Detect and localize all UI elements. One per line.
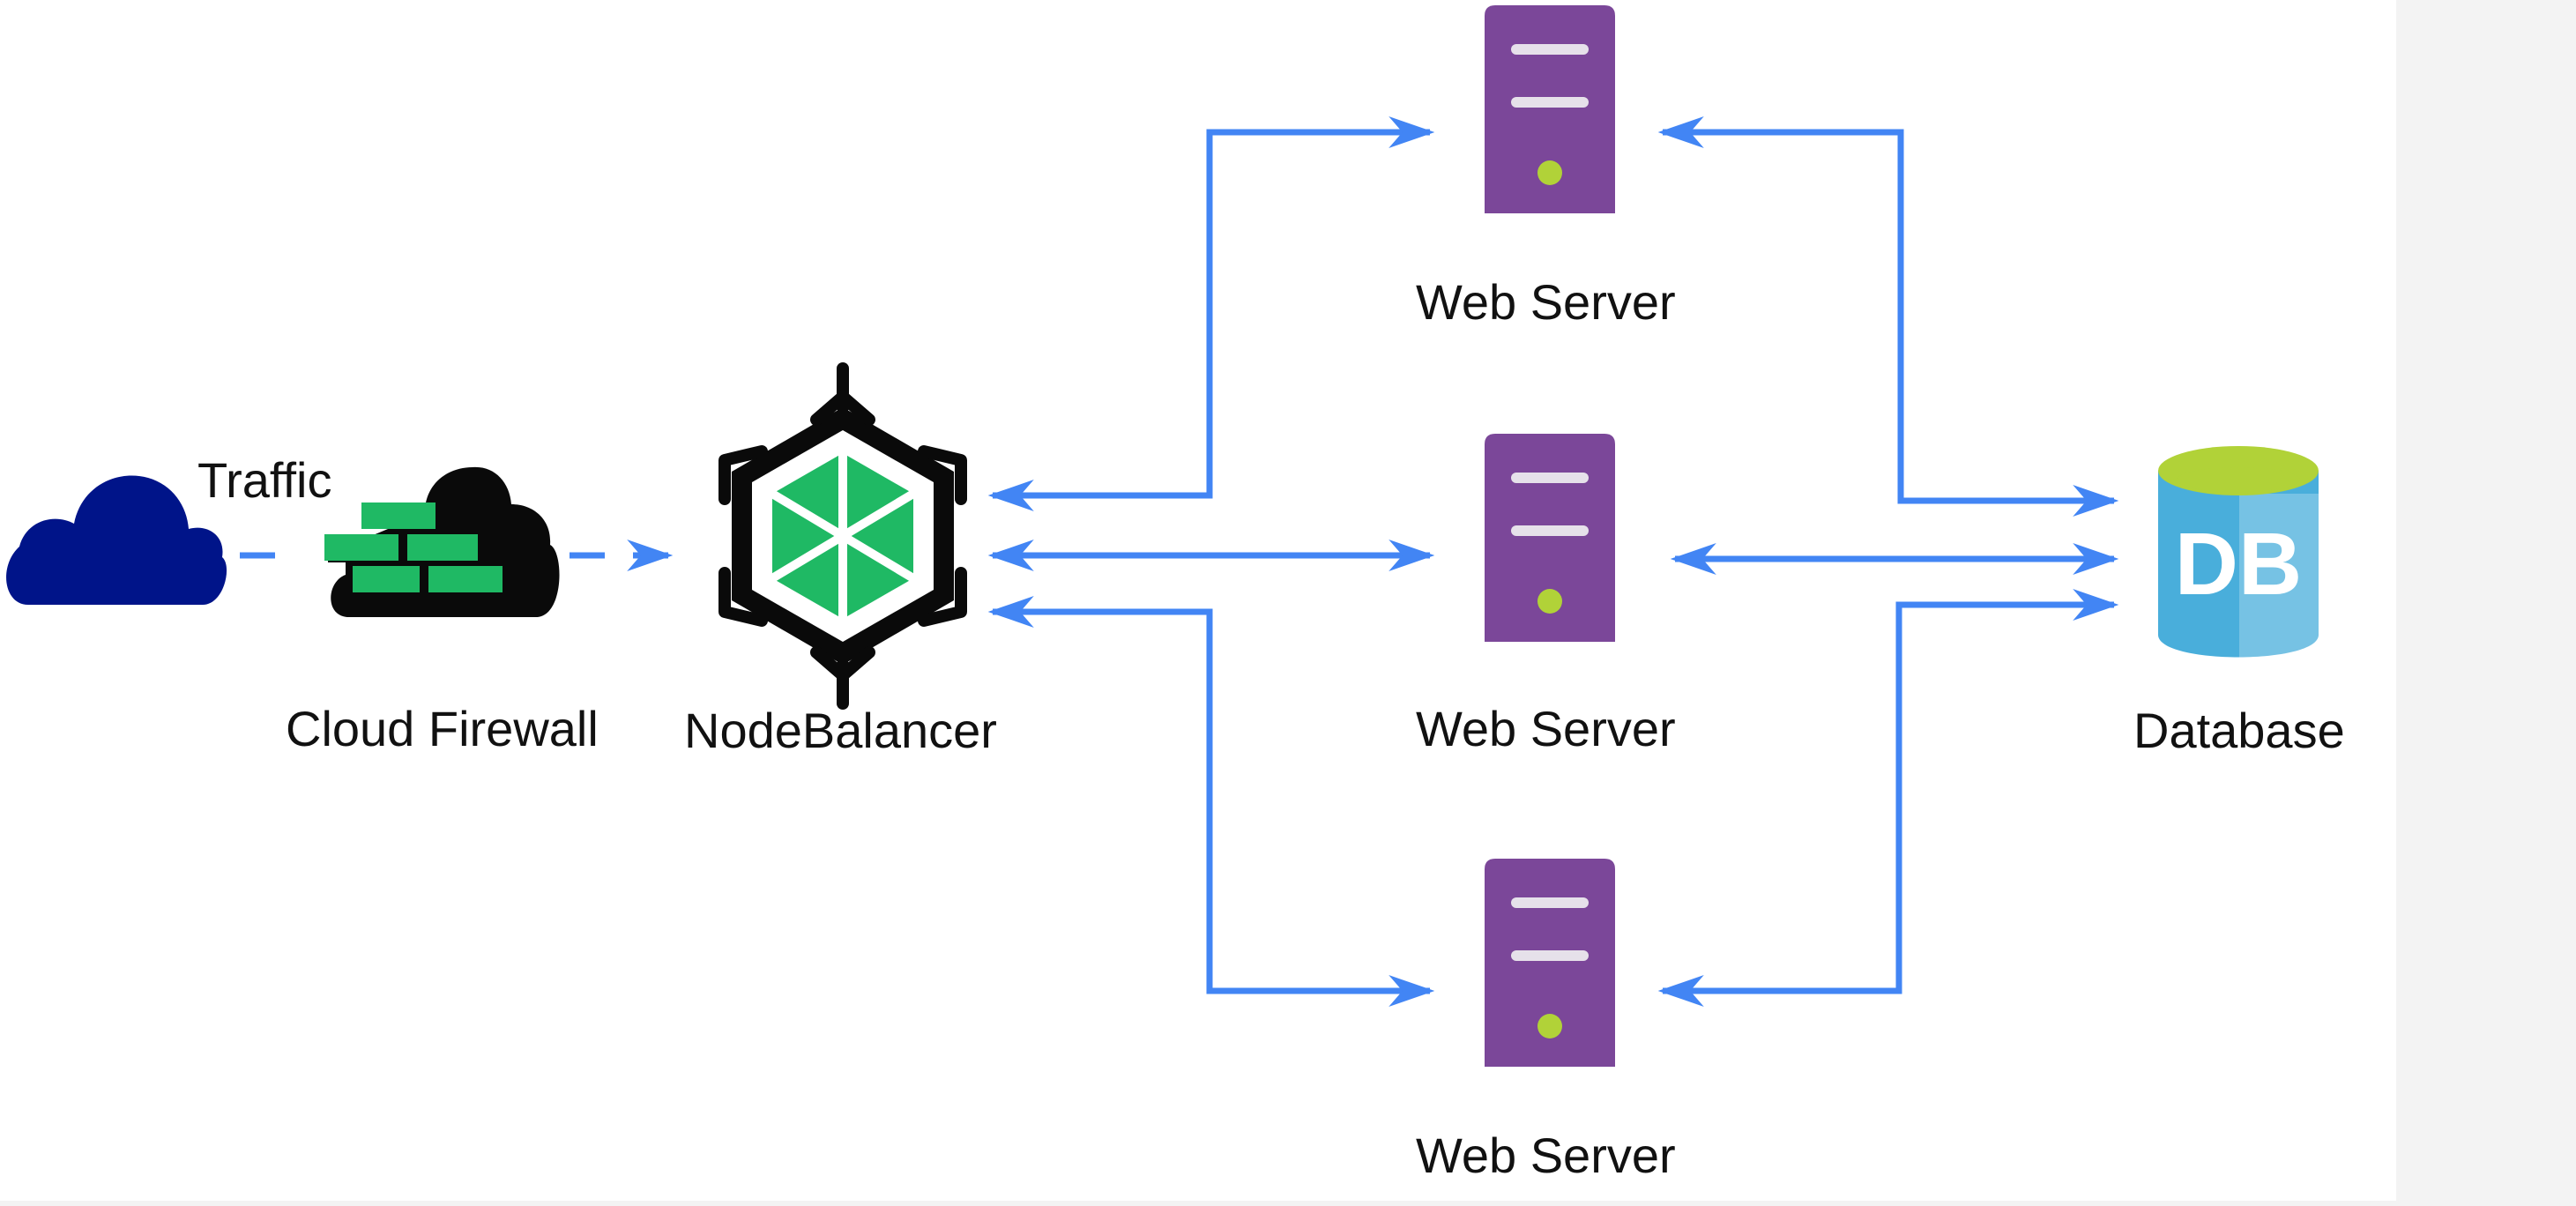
nodebalancer-icon: [718, 362, 967, 710]
internet-cloud-icon: [6, 475, 227, 605]
web-server-2-label: Web Server: [1416, 701, 1676, 756]
nodebalancer-to-web-server-3-arrow: [987, 596, 1435, 1007]
database-label: Database: [2133, 703, 2345, 758]
web-server-1-icon: [1485, 5, 1615, 213]
nodebalancer-label: NodeBalancer: [684, 703, 997, 758]
connectors: [240, 116, 2119, 1007]
traffic-label: Traffic: [197, 452, 331, 508]
database-icon: DB: [2158, 446, 2319, 659]
web-server-2-icon: [1485, 434, 1615, 642]
cloud-firewall-label: Cloud Firewall: [286, 701, 599, 756]
nodebalancer-to-web-server-1-arrow: [987, 116, 1435, 511]
database-badge-text: DB: [2175, 515, 2302, 614]
web-server-1-label: Web Server: [1416, 274, 1676, 330]
web-server-3-label: Web Server: [1416, 1128, 1676, 1183]
web-server-3-icon: [1485, 859, 1615, 1067]
cloud-firewall-icon: [324, 466, 560, 617]
web-server-3-to-database-arrow: [1657, 589, 2119, 1007]
web-server-1-to-database-arrow: [1657, 116, 2119, 517]
